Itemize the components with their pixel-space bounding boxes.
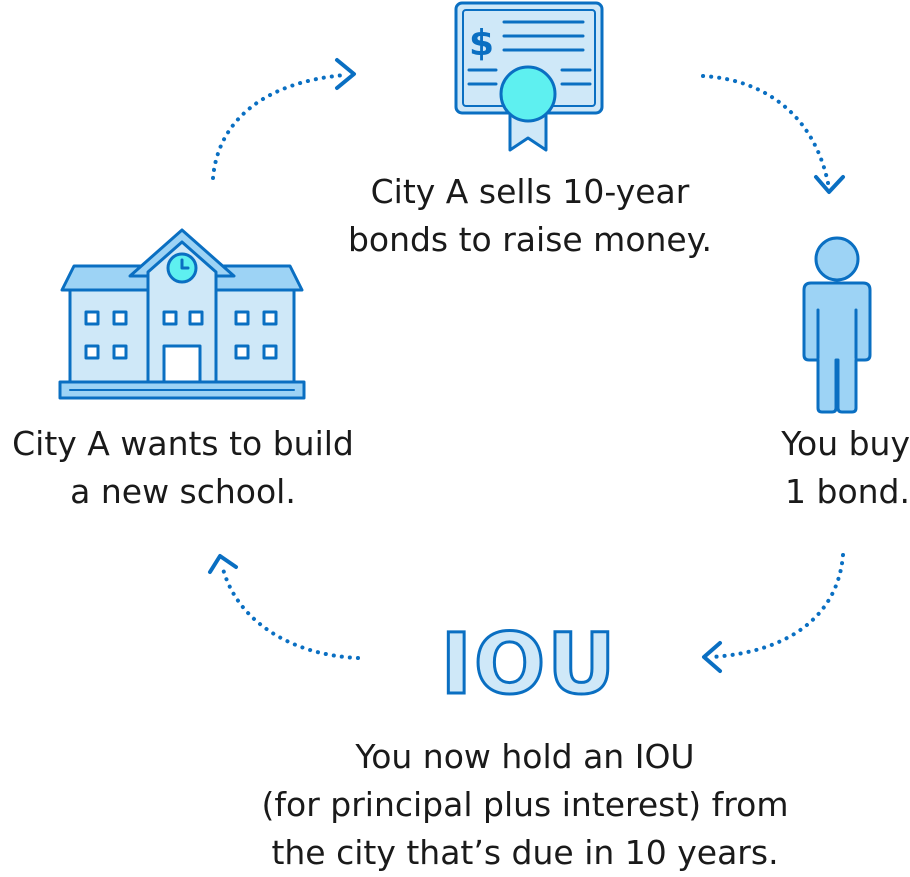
caption-school: City A wants to build a new school. xyxy=(0,420,366,516)
caption-bonds-line-2: bonds to raise money. xyxy=(347,220,713,259)
caption-you-line-2: 1 bond. xyxy=(785,472,910,511)
caption-school-line-2: a new school. xyxy=(70,472,296,511)
iou-icon: IOU xyxy=(439,614,618,715)
caption-iou-line-1: You now hold an IOU xyxy=(355,737,695,776)
caption-you-line-1: You buy xyxy=(781,424,910,463)
arrow-iou-to-school xyxy=(208,554,360,660)
caption-bonds-line-1: City A sells 10-year xyxy=(370,172,690,211)
school-building-icon xyxy=(58,228,306,400)
arrow-you-to-iou xyxy=(702,553,845,673)
caption-you: You buy 1 bond. xyxy=(740,420,910,516)
bond-certificate-icon: $ xyxy=(454,1,604,152)
caption-iou-line-2: (for principal plus interest) from xyxy=(261,785,789,824)
arrow-school-to-bonds xyxy=(211,58,356,180)
cycle-arrows xyxy=(208,58,845,673)
caption-iou-line-3: the city that’s due in 10 years. xyxy=(271,833,779,872)
person-icon xyxy=(802,236,872,414)
iou-icon-text: IOU xyxy=(441,615,618,713)
arrow-bonds-to-you xyxy=(701,74,845,194)
caption-iou: You now hold an IOU (for principal plus … xyxy=(205,733,845,877)
dollar-sign: $ xyxy=(469,23,494,64)
caption-bonds: City A sells 10-year bonds to raise mone… xyxy=(310,168,750,264)
caption-school-line-1: City A wants to build xyxy=(12,424,354,463)
